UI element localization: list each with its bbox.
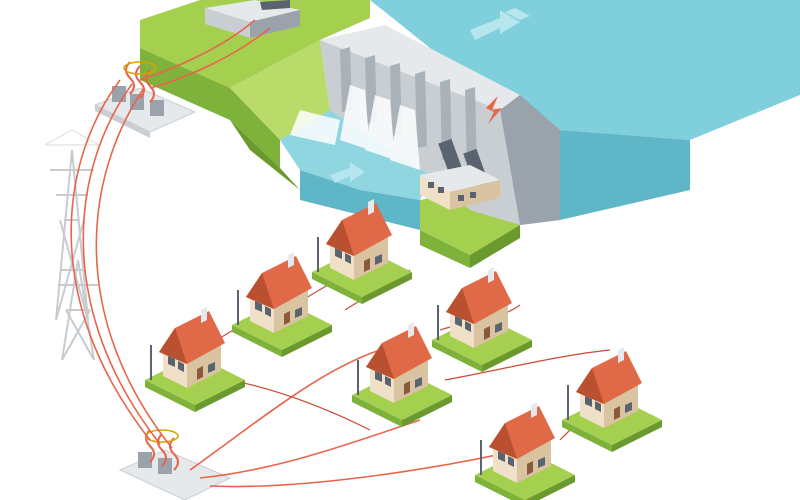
house-door: [614, 406, 620, 420]
house-chimney: [618, 347, 624, 363]
step-up-transformer: [93, 61, 197, 138]
house-window: [375, 254, 382, 265]
house-window: [208, 362, 215, 373]
house-door: [527, 461, 533, 475]
house-door: [284, 311, 290, 325]
house-window: [465, 321, 471, 332]
house-door: [404, 381, 410, 395]
grass-front: [140, 48, 280, 168]
house-roof: [366, 343, 394, 379]
house-roof: [246, 273, 274, 309]
reservoir-block: [140, 0, 800, 268]
reservoir-water-front: [560, 130, 690, 220]
house-lawn-edge: [475, 475, 525, 500]
house-chimney: [488, 267, 494, 283]
house-window: [508, 456, 514, 467]
house-window: [178, 361, 184, 372]
house-roof: [576, 368, 604, 404]
house-chimney: [531, 402, 537, 418]
spillway-water: [290, 85, 420, 170]
house-wall: [354, 237, 388, 280]
house: [562, 347, 662, 452]
house-wall: [394, 360, 428, 403]
houses-layer: [145, 199, 662, 500]
flow-arrow-reservoir: [470, 8, 530, 40]
riverbank-side: [470, 225, 520, 268]
lightning-icon: [486, 96, 502, 124]
downstream-water-front: [300, 170, 420, 230]
house-wall: [474, 305, 508, 348]
house-lawn-edge: [612, 420, 662, 452]
house-window: [595, 401, 601, 412]
house-roof: [326, 220, 354, 256]
riverbank-front: [420, 230, 470, 268]
house-wall: [517, 440, 551, 483]
house-window: [345, 253, 351, 264]
flow-arrow-downstream: [330, 162, 365, 183]
house: [432, 267, 532, 372]
house-roof: [159, 328, 187, 364]
step-down-transformer: [118, 429, 232, 500]
house-door: [484, 326, 490, 340]
house: [352, 322, 452, 427]
transmission-tower: [58, 259, 98, 361]
house-lawn-edge: [482, 340, 532, 372]
house-lawn-edge: [312, 272, 362, 304]
house-window: [265, 306, 271, 317]
house-chimney: [288, 252, 294, 268]
house-lawn-edge: [525, 475, 575, 500]
house-door: [197, 366, 203, 380]
powerhouse: [420, 165, 500, 210]
house-wall: [604, 385, 638, 428]
house-door: [364, 258, 370, 272]
house-lawn-edge: [282, 325, 332, 357]
control-building: [205, 0, 300, 38]
dam-wall-side: [500, 95, 560, 225]
house-window: [455, 316, 462, 327]
house-roof: [489, 423, 517, 459]
house-lawn-edge: [432, 340, 482, 372]
house-window: [385, 376, 391, 387]
house-window: [498, 451, 505, 462]
house-lawn-edge: [362, 272, 412, 304]
house-window: [168, 356, 175, 367]
house-window: [585, 396, 592, 407]
house-window: [375, 371, 382, 382]
house-chimney: [201, 307, 207, 323]
house-lawn-edge: [195, 380, 245, 412]
house-window: [625, 402, 632, 413]
house-wall: [274, 290, 308, 333]
house-lawn-edge: [232, 325, 282, 357]
house-wall: [187, 345, 221, 388]
house-lawn-edge: [145, 380, 195, 412]
grass-top: [140, 0, 370, 88]
house-window: [335, 248, 342, 259]
house-window: [538, 457, 545, 468]
house: [475, 402, 575, 500]
house-chimney: [368, 199, 374, 215]
grass-front-low: [230, 120, 300, 190]
house-lawn-edge: [402, 395, 452, 427]
house-window: [495, 322, 502, 333]
house: [145, 307, 245, 412]
house-chimney: [408, 322, 414, 338]
house-lawn-edge: [352, 395, 402, 427]
house: [232, 252, 332, 357]
house-lawn-edge: [562, 420, 612, 452]
house: [312, 199, 412, 304]
house-window: [255, 301, 262, 312]
house-window: [415, 377, 422, 388]
house-window: [295, 307, 302, 318]
house-roof: [446, 288, 474, 324]
